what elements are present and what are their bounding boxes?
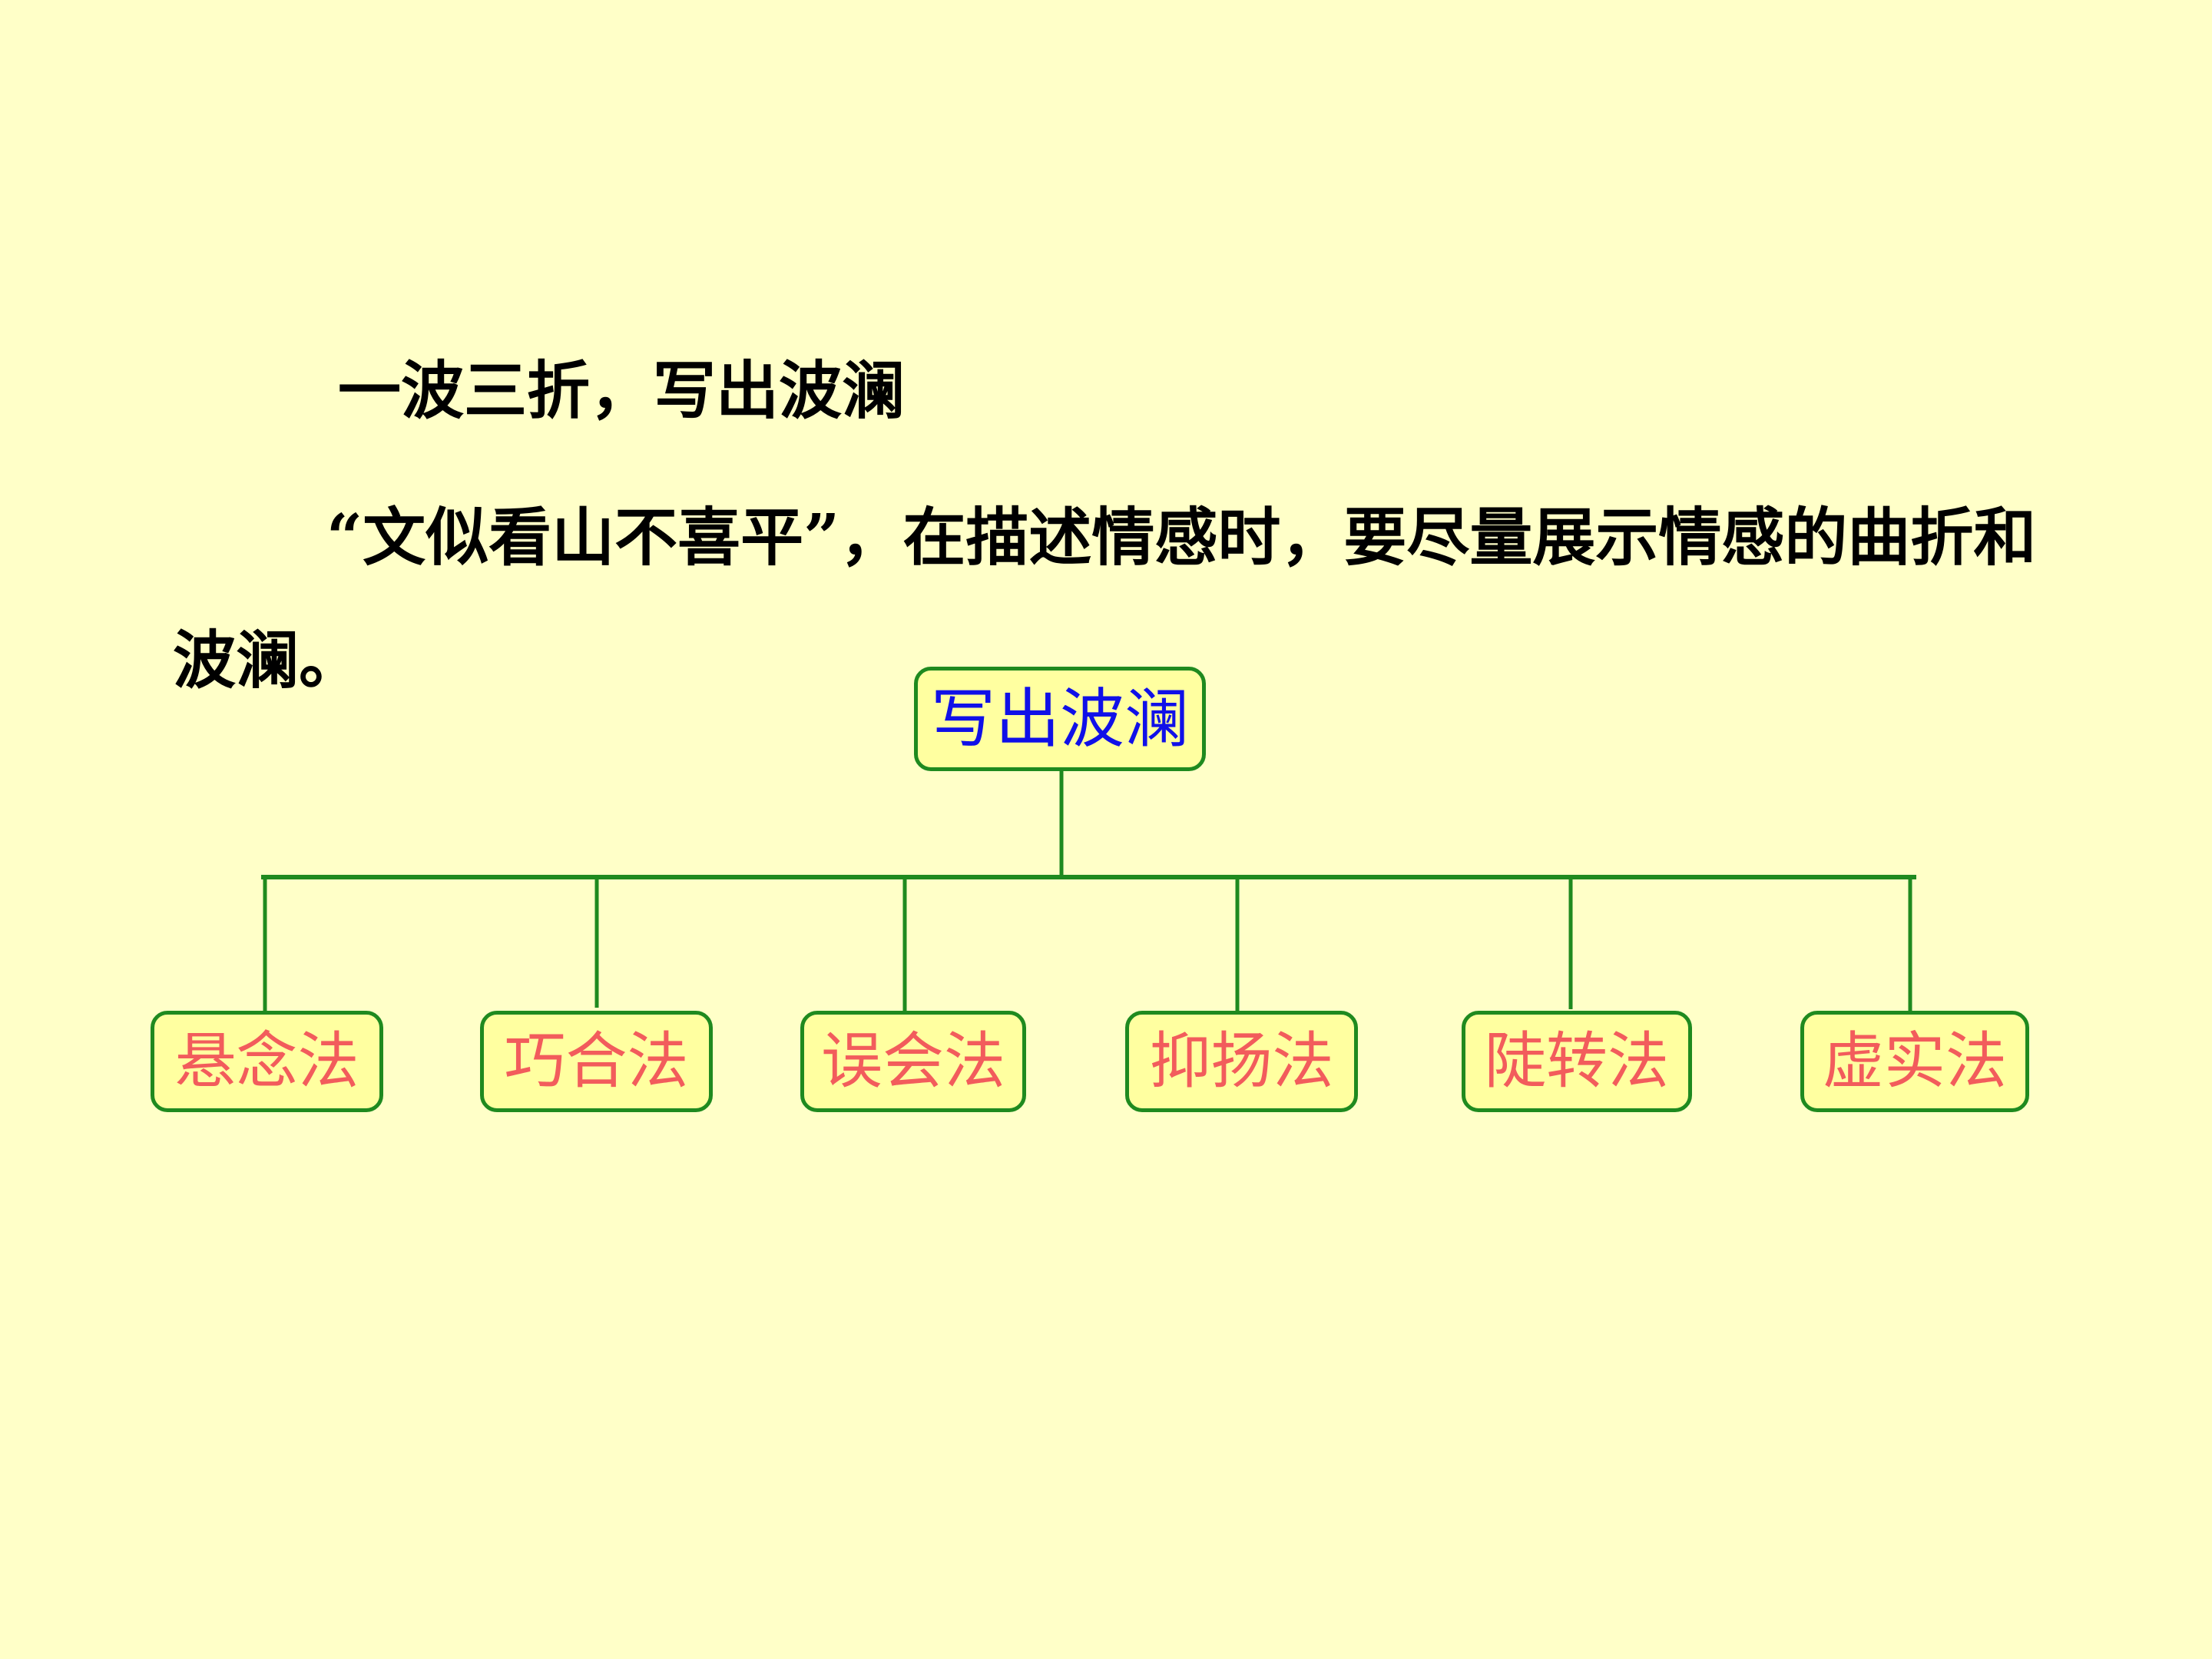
child-node-coincidence: 巧合法: [480, 1011, 713, 1112]
child-node-suspense: 悬念法: [151, 1011, 383, 1112]
child-node-sudden-turn: 陡转法: [1462, 1011, 1692, 1112]
child-node-contrast: 抑扬法: [1125, 1011, 1358, 1112]
child-node-misunderstanding: 误会法: [800, 1011, 1026, 1112]
child-node-virtual-real: 虚实法: [1800, 1011, 2029, 1112]
intro-paragraph: “文似看山不喜平”，在描述情感时，要尽量展示情感的曲折和波澜。: [173, 501, 2037, 697]
section-heading: 一波三折，写出波澜: [338, 354, 906, 428]
root-node: 写出波澜: [914, 667, 1206, 771]
